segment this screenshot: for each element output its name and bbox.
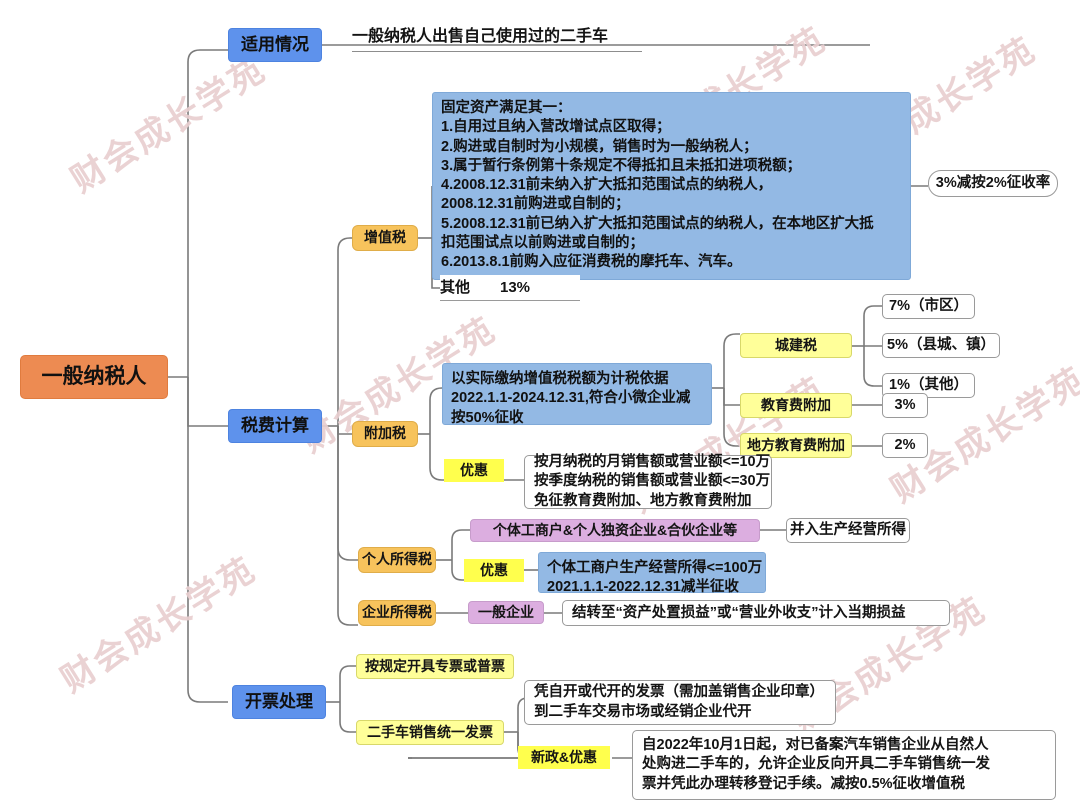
node-urban-construction-tax[interactable]: 城建税 (740, 333, 852, 358)
invoice-policy-label[interactable]: 新政&优惠 (518, 746, 610, 769)
surtax-basis-block: 以实际缴纳增值税税额为计税依据 2022.1.1-2024.12.31,符合小微… (442, 363, 712, 426)
node-corporate-income-tax[interactable]: 企业所得税 (358, 600, 436, 626)
vat-conditions-block: 固定资产满足其一： 1.自用过且纳入营改增试点区取得； 2.购进或自制时为小规模… (432, 92, 911, 280)
surtax-benefit-block: 按月纳税的月销售额或营业额<=10万 按季度纳税的销售额或营业额<=30万 免征… (524, 454, 772, 509)
corporate-income-tax-entity[interactable]: 一般企业 (468, 601, 544, 624)
branch-tax-calculation[interactable]: 税费计算 (228, 409, 322, 443)
surtax-benefit-line: 按月纳税的月销售额或营业额<=10万 (534, 454, 771, 471)
invoice-used-car-label[interactable]: 二手车销售统一发票 (356, 720, 504, 745)
applicable-detail: 一般纳税人出售自己使用过的二手车 (352, 24, 642, 52)
surtax-basis-line: 2022.1.1-2024.12.31,符合小微企业减 (451, 390, 691, 407)
vat-reduced-rate: 3%减按2%征收率 (928, 170, 1058, 197)
vat-condition-line: 1.自用过且纳入营改增试点区取得； (441, 119, 671, 136)
individual-benefit-line: 个体工商户生产经营所得<=100万 (547, 560, 763, 576)
invoice-policy-line: 自2022年10月1日起，对已备案汽车销售企业从自然人 (642, 737, 989, 754)
vat-condition-line: 3.属于暂行条例第十条规定不得抵扣且未抵扣进项税额； (441, 157, 802, 174)
branch-invoicing[interactable]: 开票处理 (232, 685, 326, 719)
node-vat[interactable]: 增值税 (352, 225, 418, 251)
individual-income-tax-benefit-label[interactable]: 优惠 (464, 559, 524, 582)
invoice-used-car-detail: 凭自开或代开的发票（需加盖销售企业印章） 到二手车交易市场或经销企业代开 (524, 680, 836, 725)
vat-condition-line: 5.2008.12.31前已纳入扩大抵扣范围试点的纳税人，在本地区扩大抵 (441, 215, 874, 232)
node-education-surcharge[interactable]: 教育费附加 (740, 393, 852, 418)
invoice-detail-line: 凭自开或代开的发票（需加盖销售企业印章） (534, 684, 824, 701)
vat-conditions-title: 固定资产满足其一： (441, 100, 572, 116)
node-local-education-surcharge[interactable]: 地方教育费附加 (740, 433, 852, 458)
vat-condition-line: 6.2013.8.1前购入应征消费税的摩托车、汽车。 (441, 254, 742, 271)
root-node[interactable]: 一般纳税人 (20, 355, 168, 399)
vat-condition-line: 2008.12.31前购进或自制的； (441, 196, 630, 213)
urban-tax-rate: 5%（县城、镇） (882, 333, 1000, 358)
invoice-normal[interactable]: 按规定开具专票或普票 (356, 654, 514, 679)
surtax-basis-line: 以实际缴纳增值税税额为计税依据 (451, 371, 669, 387)
surtax-benefit-line: 免征教育费附加、地方教育费附加 (534, 492, 752, 509)
vat-condition-line: 2.购进或自制时为小规模，销售时为一般纳税人； (441, 138, 758, 155)
vat-condition-line: 4.2008.12.31前未纳入扩大抵扣范围试点的纳税人， (441, 177, 773, 194)
vat-other-row: 其他 13% (440, 275, 580, 301)
surtax-basis-line: 按50%征收 (451, 409, 524, 426)
invoice-policy-line: 票并凭此办理转移登记手续。减按0.5%征收增值税 (642, 775, 966, 792)
local-education-surcharge-rate: 2% (882, 433, 928, 458)
individual-income-tax-entities[interactable]: 个体工商户&个人独资企业&合伙企业等 (470, 519, 760, 542)
invoice-policy-line: 处购进二手车的，允许企业反向开具二手车销售统一发 (642, 756, 990, 773)
corporate-income-tax-result: 结转至“资产处置损益”或“营业外收支”计入当期损益 (562, 600, 950, 626)
surtax-benefit-label[interactable]: 优惠 (444, 459, 504, 482)
invoice-detail-line: 到二手车交易市场或经销企业代开 (534, 703, 752, 720)
education-surcharge-rate: 3% (882, 393, 928, 418)
individual-income-tax-benefit-block: 个体工商户生产经营所得<=100万 2021.1.1-2022.12.31减半征… (538, 552, 766, 595)
node-surtax[interactable]: 附加税 (352, 421, 418, 447)
vat-condition-line: 扣范围试点以前购进或自制的； (441, 234, 644, 251)
branch-applicable[interactable]: 适用情况 (228, 28, 322, 62)
vat-other-rate: 13% (500, 278, 531, 296)
urban-tax-rate: 7%（市区） (882, 294, 975, 319)
vat-other-label: 其他 (440, 278, 471, 296)
node-individual-income-tax[interactable]: 个人所得税 (358, 547, 436, 573)
individual-income-tax-result: 并入生产经营所得 (786, 518, 910, 543)
individual-benefit-line: 2021.1.1-2022.12.31减半征收 (547, 579, 739, 596)
invoice-policy-block: 自2022年10月1日起，对已备案汽车销售企业从自然人 处购进二手车的，允许企业… (632, 730, 1056, 800)
surtax-benefit-line: 按季度纳税的销售额或营业额<=30万 (534, 473, 771, 490)
